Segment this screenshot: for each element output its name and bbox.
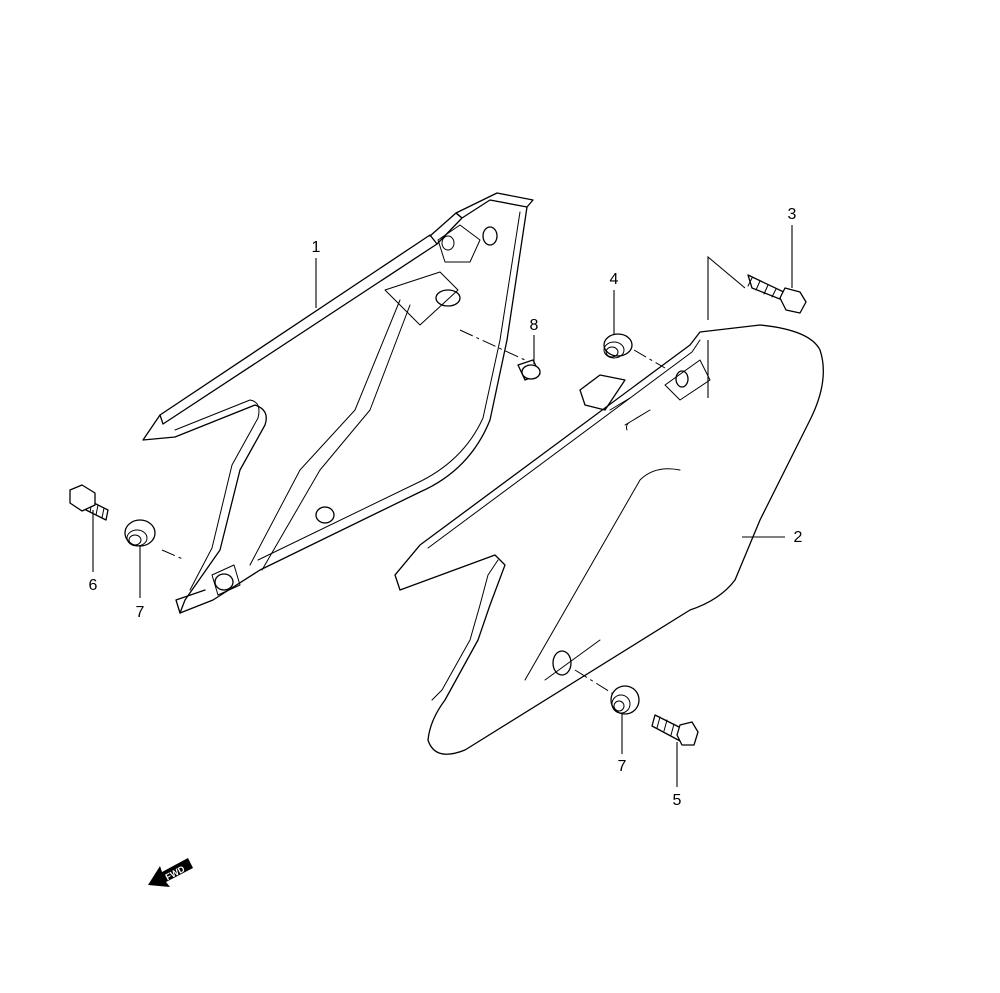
grommet-part-7-right (610, 685, 640, 715)
left-side-cover-part (142, 192, 534, 614)
callout-8: 8 (530, 317, 539, 334)
callout-labels: 1 2 3 4 5 6 7 7 8 (89, 206, 803, 809)
callout-2: 2 (794, 529, 803, 546)
callout-7-right: 7 (618, 758, 627, 775)
leader-lines (92, 225, 793, 787)
callout-5: 5 (673, 792, 682, 809)
callout-6: 6 (89, 577, 98, 594)
grommet-part-7-left (124, 519, 156, 547)
alignment-lines (161, 255, 746, 696)
callout-1: 1 (312, 239, 321, 256)
bolt-part-3 (747, 274, 807, 314)
right-side-cover-part (394, 324, 824, 755)
bolt-part-6 (69, 484, 109, 521)
collar-part-8 (517, 359, 541, 381)
bolt-part-5 (651, 714, 699, 746)
forward-arrow-icon: FWD (148, 858, 193, 887)
callout-3: 3 (788, 206, 797, 223)
callout-7-left: 7 (136, 604, 145, 621)
grommet-part-4 (603, 333, 633, 359)
callout-4: 4 (610, 271, 619, 288)
